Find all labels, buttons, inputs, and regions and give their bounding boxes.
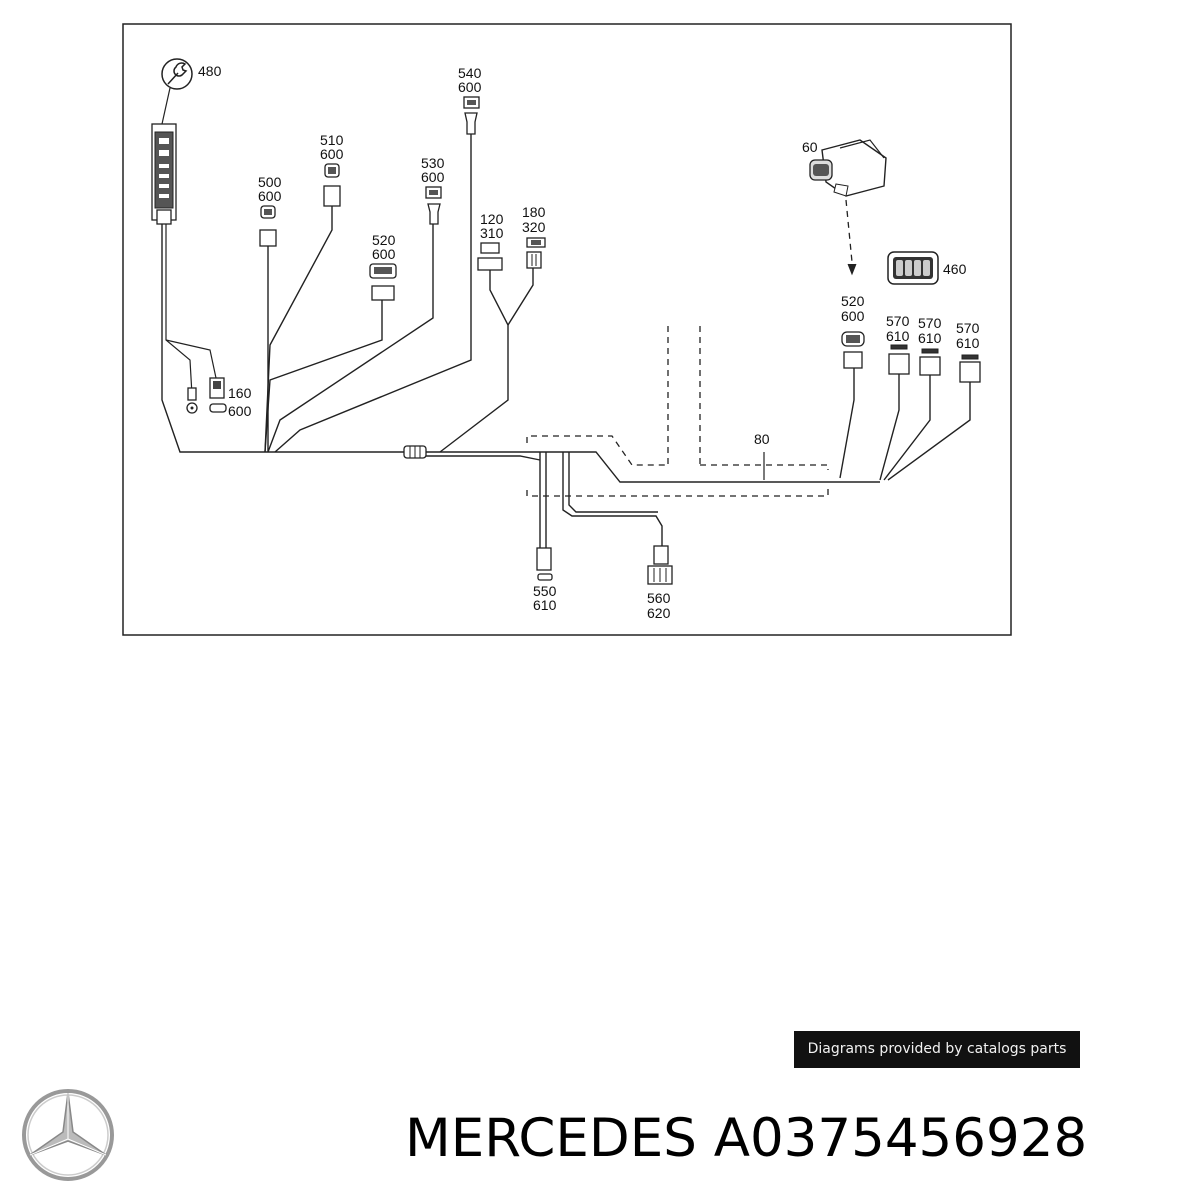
credit-banner: Diagrams provided by catalogs parts <box>794 1031 1080 1068</box>
part-number: A0375456928 <box>713 1108 1088 1169</box>
connector-180 <box>526 237 546 269</box>
callout-570-b: 570 <box>918 315 942 331</box>
connector-530 <box>425 186 442 225</box>
wiring-harness-diagram: 480 160 600 500 600 <box>122 23 1012 636</box>
connector-570-c <box>959 354 981 383</box>
connector-160 <box>209 377 227 413</box>
callout-480: 480 <box>198 63 222 79</box>
connector-500 <box>259 205 277 247</box>
callout-520-right: 520 <box>841 293 865 309</box>
callout-560: 560 <box>647 590 671 606</box>
callout-550-b: 610 <box>533 597 557 613</box>
ground-terminal <box>186 387 198 414</box>
connector-570-a <box>888 344 910 375</box>
wrench-icon <box>161 58 193 125</box>
callout-520-left: 520 <box>372 232 396 248</box>
callout-540: 540 <box>458 65 482 81</box>
part-title: MERCEDES A0375456928 <box>405 1108 1195 1169</box>
connector-120 <box>477 242 503 271</box>
connector-460 <box>887 251 939 285</box>
callout-550: 550 <box>533 583 557 599</box>
callout-160-b: 600 <box>228 403 252 419</box>
module-60 <box>809 139 887 197</box>
credit-text: Diagrams provided by catalogs parts <box>807 1041 1067 1057</box>
callout-520-left-b: 600 <box>372 246 396 262</box>
callout-520-right-b: 600 <box>841 308 865 324</box>
connector-520-right <box>841 331 865 369</box>
callout-570-b-b: 610 <box>918 330 942 346</box>
brand-name: MERCEDES <box>405 1108 697 1169</box>
callout-120-b: 310 <box>480 225 504 241</box>
callout-180: 180 <box>522 204 546 220</box>
connector-570-b <box>919 348 941 376</box>
callout-460: 460 <box>943 261 967 277</box>
mercedes-star-logo <box>22 1089 114 1181</box>
callout-80: 80 <box>754 431 770 447</box>
callout-560-b: 620 <box>647 605 671 621</box>
diagram-frame <box>122 23 1012 636</box>
callout-60: 60 <box>802 139 818 155</box>
main-connector <box>151 123 177 225</box>
connector-550 <box>536 547 553 581</box>
callout-500: 500 <box>258 174 282 190</box>
callout-510: 510 <box>320 132 344 148</box>
callout-530-b: 600 <box>421 169 445 185</box>
callout-120: 120 <box>480 211 504 227</box>
harness-sleeve <box>403 445 427 459</box>
callout-540-b: 600 <box>458 79 482 95</box>
connector-540 <box>463 96 480 135</box>
callout-570-c: 570 <box>956 320 980 336</box>
callout-530: 530 <box>421 155 445 171</box>
connector-510 <box>323 163 341 207</box>
callout-500-b: 600 <box>258 188 282 204</box>
callout-570-a: 570 <box>886 313 910 329</box>
connector-520-left <box>369 263 397 301</box>
callout-570-a-b: 610 <box>886 328 910 344</box>
callout-510-b: 600 <box>320 146 344 162</box>
callout-180-b: 320 <box>522 219 546 235</box>
connector-560 <box>647 545 673 585</box>
callout-160: 160 <box>228 385 252 401</box>
callout-570-c-b: 610 <box>956 335 980 351</box>
